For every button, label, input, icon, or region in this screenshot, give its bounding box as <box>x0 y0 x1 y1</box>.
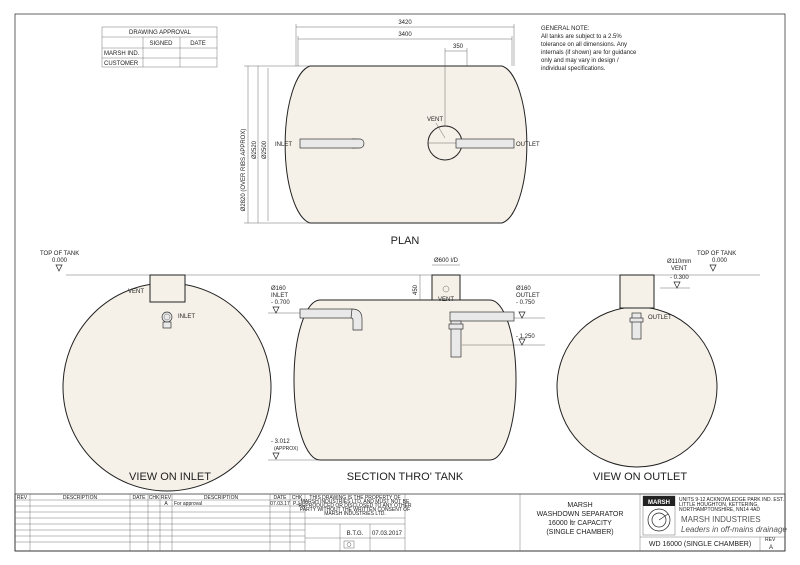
section-view: Ø600 I/D 450 VENT Ø160 INLET - 0.700 Ø16… <box>268 258 545 483</box>
copyright-line: REPRODUCED OR DISCLOSED TO ANY OTHER <box>298 503 411 509</box>
general-note-line: All tanks are subject to a 2.5% <box>541 34 622 40</box>
plan-dim-h2: Ø2500 <box>262 140 268 159</box>
approval-title: DRAWING APPROVAL <box>129 30 192 36</box>
outlet-vent-label: VENT <box>671 266 687 272</box>
inlet-vent-label: VENT <box>128 289 144 295</box>
inlet-pipe-end <box>161 311 173 323</box>
rev-header: DATE <box>274 495 288 501</box>
plan-caption: PLAN <box>391 235 420 247</box>
plan-view: 3420 3400 350 Ø2820 (OVER RIBS APPROX) Ø… <box>241 20 540 247</box>
section-inlet-pipe <box>299 308 353 319</box>
general-note-line: internals (if shown) are for guidance <box>541 50 637 56</box>
rev-header: DESCRIPTION <box>63 495 98 501</box>
inlet-top-label: TOP OF TANK <box>40 251 79 257</box>
rev-label: REV <box>765 537 776 543</box>
address-line: NORTHAMPTONSHIRE, NN14 4AD <box>679 507 760 513</box>
plan-dim-h1: Ø2520 <box>252 140 258 159</box>
copyright-line: MARSH INDUSTRIES LTD. <box>324 511 386 517</box>
plan-dim-height-ribs: Ø2820 (OVER RIBS APPROX) <box>241 129 247 212</box>
general-note: GENERAL NOTE: All tanks are subject to a… <box>541 26 637 72</box>
product-line: 16000 ltr CAPACITY <box>548 520 612 527</box>
rev-header: DESCRIPTION <box>204 495 239 501</box>
title-block: REV DESCRIPTION DATE CHK REV DESCRIPTION… <box>14 493 787 552</box>
plan-dim-vent-offset: 350 <box>453 44 464 50</box>
inlet-caption: VIEW ON INLET <box>129 471 211 483</box>
approval-row-marsh: MARSH IND. <box>104 51 140 57</box>
view-outlet: TOP OF TANK 0.000 Ø110mm VENT - 0.300 OU… <box>556 251 736 483</box>
outlet-manway <box>619 274 655 309</box>
section-dim-450: 450 <box>413 284 419 295</box>
drawn-by: B.T.G. <box>347 531 364 537</box>
outlet-pipe-label: OUTLET <box>648 315 672 321</box>
logo-text: MARSH <box>648 500 670 506</box>
general-note-line: tolerance on all dimensions. Any <box>541 42 627 48</box>
company-name: MARSH <box>567 502 592 509</box>
approval-table: DRAWING APPROVAL SIGNED DATE MARSH IND. … <box>101 26 218 68</box>
section-manway-label: Ø600 I/D <box>434 258 459 264</box>
outlet-vent-level: - 0.300 <box>670 275 689 281</box>
brand-name: MARSH INDUSTRIES <box>681 515 761 524</box>
view-inlet: TOP OF TANK 0.000 VENT INLET VIEW ON INL… <box>40 251 760 492</box>
section-vent-label: VENT <box>438 297 454 303</box>
plan-vent-label: VENT <box>427 117 443 123</box>
product-line: WASHDOWN SEPARATOR <box>537 511 624 518</box>
rev-header: REV <box>161 495 172 501</box>
outlet-top-label: TOP OF TANK <box>697 251 736 257</box>
outlet-vent-size: Ø110mm <box>667 259 691 265</box>
section-manway <box>431 274 461 301</box>
plan-outlet-label: OUTLET <box>516 142 540 148</box>
section-inlet-label: INLET <box>271 293 288 299</box>
general-note-line: only and may vary in design / <box>541 58 619 64</box>
general-note-heading: GENERAL NOTE: <box>541 26 590 32</box>
address-line: UNITS 9-12 ACKNOWLEDGE PARK IND. EST. <box>679 497 784 503</box>
rev-header: CHK <box>292 495 303 501</box>
section-inlet-level: - 0.700 <box>271 300 290 306</box>
section-caption: SECTION THRO' TANK <box>347 471 464 483</box>
section-outlet-label: OUTLET <box>516 293 540 299</box>
plan-outlet-pipe <box>455 138 515 149</box>
rev-entry-description: For approval <box>174 501 202 507</box>
general-note-line: individual specifications. <box>541 66 606 72</box>
section-level-bottom: - 3.012 <box>271 439 290 445</box>
drawing-number: WD 16000 (SINGLE CHAMBER) <box>649 541 751 548</box>
section-outlet-pipe <box>449 311 515 322</box>
rev-header: REV <box>17 495 28 501</box>
rev-header: DATE <box>133 495 147 501</box>
copyright-line: PARTY WITHOUT THE WRITTEN CONSENT OF <box>300 507 410 513</box>
rev-value: A <box>769 545 773 551</box>
approval-col-signed: SIGNED <box>149 41 173 47</box>
section-outlet-size: Ø160 <box>516 286 531 292</box>
copyright-line: THIS DRAWING IS THE PROPERTY OF <box>309 495 400 501</box>
section-tank-outline <box>293 299 517 461</box>
outlet-pipe <box>631 312 642 340</box>
section-inlet-size: Ø160 <box>271 286 286 292</box>
rev-header: CHK <box>149 495 160 501</box>
plan-tank-outline <box>284 65 528 224</box>
copyright-line: MARSH INDUSTRIES LTD. AND MUST NOT BE <box>301 499 410 505</box>
plan-inlet-pipe <box>299 138 357 149</box>
section-bottom-note: (APPROX) <box>274 446 299 452</box>
approval-row-customer: CUSTOMER <box>104 61 139 67</box>
inlet-pipe-label: INLET <box>178 314 195 320</box>
section-level-1250: - 1.250 <box>516 334 535 340</box>
rev-entry-rev: A <box>164 501 168 507</box>
rev-entry-chk: P.J. <box>293 501 301 507</box>
approval-col-date: DATE <box>190 41 206 47</box>
rev-entry-date: 07.03.17 <box>270 501 290 507</box>
plan-dim-overall: 3420 <box>398 20 412 26</box>
outlet-top-value: 0.000 <box>712 258 728 264</box>
address-line: LITTLE HOUGHTON, KETTERING, <box>679 502 759 508</box>
drawing-date: 07.03.2017 <box>372 531 403 537</box>
outlet-caption: VIEW ON OUTLET <box>593 471 687 483</box>
plan-dim-body: 3400 <box>398 32 412 38</box>
inlet-manway <box>149 274 186 303</box>
section-outlet-level: - 0.750 <box>516 300 535 306</box>
product-line: (SINGLE CHAMBER) <box>546 529 613 536</box>
plan-inlet-label: INLET <box>275 142 292 148</box>
brand-tagline: Leaders in off-mains drainage <box>681 525 787 534</box>
inlet-top-value: 0.000 <box>52 258 68 264</box>
